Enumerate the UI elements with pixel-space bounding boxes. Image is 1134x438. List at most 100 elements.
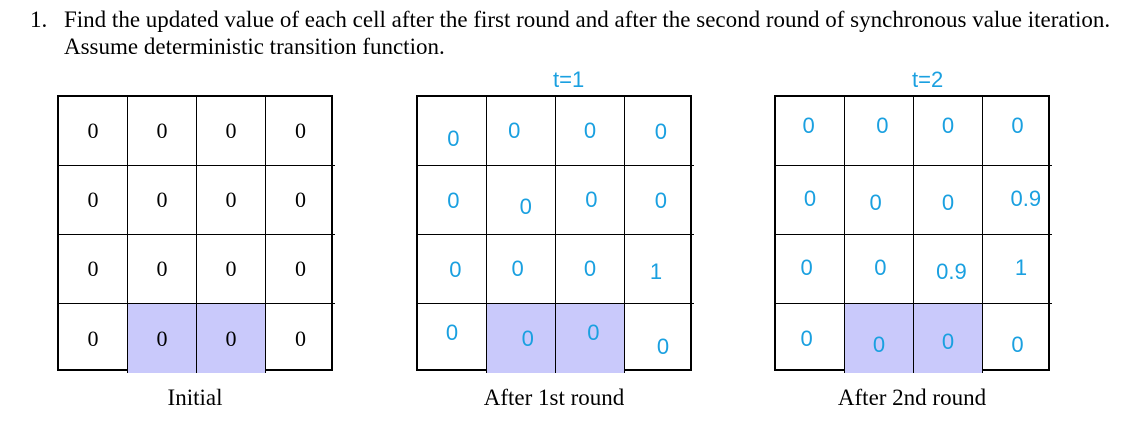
cell-value: 1: [1014, 254, 1028, 280]
grid-header-3: t=2: [912, 67, 944, 92]
grid-cell: 0: [128, 166, 197, 235]
grid-cell: 0: [556, 235, 625, 304]
question: 1. Find the updated value of each cell a…: [30, 6, 1125, 60]
cell-value: 0: [519, 193, 532, 219]
grid-cell: 0: [983, 97, 1052, 166]
grid-cell: 0: [487, 304, 556, 373]
grid-cell: 0: [556, 97, 625, 166]
grid-caption-2: After 1st round: [483, 385, 625, 410]
cell-value: 0.9: [1010, 185, 1042, 211]
grid-cell: 0: [197, 166, 266, 235]
grid-cell: 0.9: [983, 166, 1052, 235]
grid-cell: 0: [266, 304, 335, 373]
cell-value: 0: [508, 118, 521, 143]
question-number: 1.: [30, 7, 48, 32]
grid-cell: 0: [625, 97, 694, 166]
grid-cell: 0: [128, 235, 197, 304]
grid-cell: 0: [845, 166, 914, 235]
cell-value: 0: [87, 118, 99, 143]
cell-value: 0: [225, 118, 237, 143]
cell-value: 0: [587, 319, 600, 345]
grid-cell: 0: [418, 166, 487, 235]
cell-value: 0: [447, 126, 460, 152]
grid-caption-3: After 2nd round: [837, 385, 987, 410]
grid-cell: 0: [266, 97, 335, 166]
cell-value: 0: [87, 325, 99, 351]
grid-cell: 1: [983, 235, 1052, 304]
cell-value: 0: [585, 187, 598, 212]
cell-value: 0: [874, 254, 887, 280]
cell-value: 0: [876, 113, 889, 139]
cell-value: 0: [583, 256, 597, 281]
cell-value: 0: [654, 119, 667, 145]
grid-cell: 0: [59, 97, 128, 166]
cell-value: 0: [941, 328, 955, 354]
grid-cell: 1: [625, 235, 694, 304]
grid-cell: 0.9: [914, 235, 983, 304]
grid-cell: 0: [914, 304, 983, 373]
grid-cell: 0: [983, 304, 1052, 373]
grid-cell: 0: [197, 235, 266, 304]
grid-cell: 0: [914, 166, 983, 235]
cell-value: 0: [445, 319, 459, 345]
cell-value: 0: [511, 256, 524, 281]
cell-value: 0: [87, 256, 99, 281]
cell-value: 0.9: [936, 259, 967, 285]
cell-value: 0: [800, 254, 813, 280]
cell-value: 0: [295, 256, 306, 281]
grid-1: 0 0 0 0 0 0 0 0 0 0 0 0 0 0 0 0: [57, 95, 335, 373]
grid-cell: 0: [59, 235, 128, 304]
cell-value: 0: [447, 188, 460, 214]
grid-cell: 0: [266, 235, 335, 304]
cell-value: 0: [1011, 332, 1024, 358]
grid-cell: 0: [197, 304, 266, 373]
grid-cell: 0: [266, 166, 335, 235]
cell-value: 0: [802, 113, 815, 139]
cell-value: 0: [449, 257, 462, 283]
cell-value: 0: [87, 187, 99, 212]
grid-caption-1: Initial: [167, 385, 223, 410]
grid-cell: 0: [418, 304, 487, 373]
grid-cell: 0: [625, 166, 694, 235]
cell-value: 0: [803, 185, 817, 211]
grid-cell: 0: [845, 304, 914, 373]
cell-value: 0: [800, 325, 813, 351]
cell-value: 0: [583, 118, 597, 143]
grid-cell: 0: [845, 235, 914, 304]
cell-value: 0: [654, 188, 667, 214]
cell-value: 0: [225, 187, 237, 212]
cell-value: 0: [941, 113, 955, 139]
cell-value: 0: [872, 332, 886, 358]
cell-value: 0: [156, 187, 168, 212]
cell-value: 0: [225, 256, 237, 281]
grid-cell: 0: [845, 97, 914, 166]
grid-cell: 0: [776, 97, 845, 166]
cell-value: 0: [225, 325, 237, 351]
cell-value: 0: [1011, 113, 1024, 139]
grid-cell: 0: [487, 235, 556, 304]
cell-value: 0: [295, 325, 306, 351]
cell-value: 0: [295, 118, 306, 143]
grid-cell: 0: [418, 235, 487, 304]
cell-value: 0: [869, 190, 882, 216]
grid-cell: 0: [556, 304, 625, 373]
grid-cell: 0: [128, 304, 197, 373]
grid-cell: 0: [418, 97, 487, 166]
cell-value: 0: [295, 187, 306, 212]
grid-cell: 0: [59, 304, 128, 373]
cell-value: 0: [156, 256, 168, 281]
grid-cell: 0: [776, 235, 845, 304]
cell-value: 1: [649, 259, 663, 285]
grid-cell: 0: [128, 97, 197, 166]
grid-cell: 0: [487, 97, 556, 166]
grid-cell: 0: [197, 97, 266, 166]
grid-cell: 0: [59, 166, 128, 235]
grid-header-2: t=1: [553, 67, 585, 92]
cell-value: 0: [941, 190, 955, 216]
cell-value: 0: [156, 325, 168, 351]
grid-cell: 0: [776, 304, 845, 373]
cell-value: 0: [521, 325, 534, 351]
grid-cell: 0: [556, 166, 625, 235]
grid-cell: 0: [914, 97, 983, 166]
